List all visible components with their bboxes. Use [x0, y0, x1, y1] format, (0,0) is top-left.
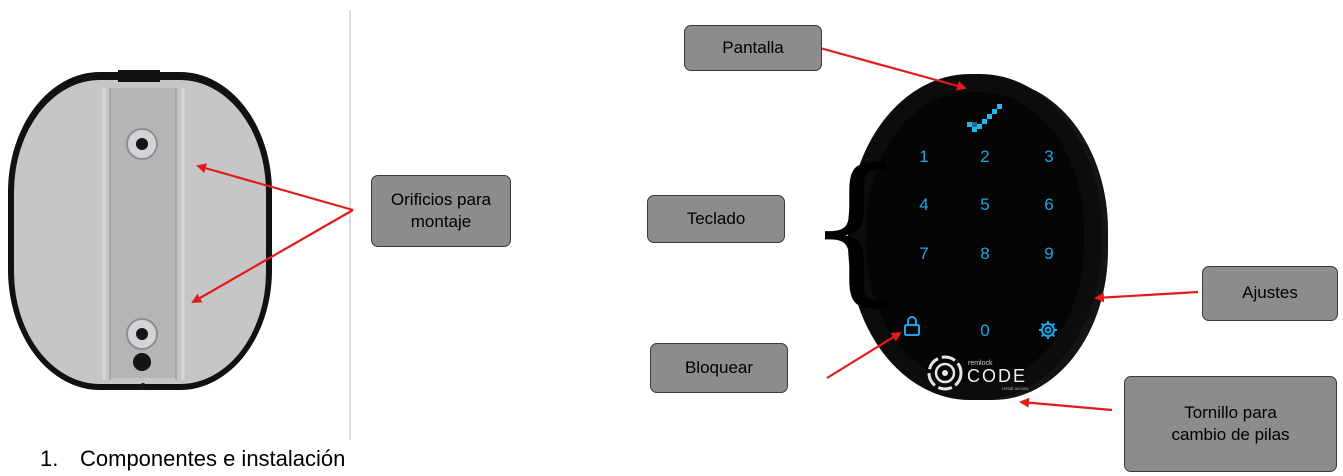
- arrow-pantalla: [819, 46, 967, 91]
- lock-icon: [904, 316, 920, 336]
- logo-brand-text: CODE: [967, 366, 1027, 386]
- arrow-mounting-top: [196, 163, 354, 212]
- mounting-hole-top: [126, 128, 158, 160]
- section-title: Componentes e instalación: [80, 446, 346, 471]
- gear-icon: [1039, 321, 1057, 339]
- keypad-key-3: 3: [1044, 147, 1053, 166]
- keypad-key-0: 0: [980, 321, 989, 340]
- display-check-icon: [967, 104, 1002, 132]
- logo-tagline-text: rental access: [1002, 386, 1029, 391]
- callout-teclado: Teclado: [647, 195, 785, 243]
- keypad-key-2: 2: [980, 147, 989, 166]
- keypad-brace: {: [805, 134, 907, 321]
- mounting-hole-bottom: [126, 318, 158, 350]
- remlock-code-logo: remlock CODE rental access: [927, 355, 1029, 391]
- section-heading: 1. Componentes e instalación: [40, 446, 345, 472]
- keypad-key-9: 9: [1044, 244, 1053, 263]
- keypad-key-6: 6: [1044, 195, 1053, 214]
- keypad-key-1: 1: [919, 147, 928, 166]
- callout-orificios-montaje: Orificios para montaje: [371, 175, 511, 247]
- callout-ajustes: Ajustes: [1202, 266, 1338, 321]
- arrow-mounting-bottom: [191, 209, 354, 303]
- callout-pantalla: Pantalla: [684, 25, 822, 71]
- keypad-key-4: 4: [919, 195, 928, 214]
- keypad-device-image: 1 2 3 4 5 6 7 8 9 0 remlock CODE rental access: [848, 74, 1108, 400]
- keypad-key-5: 5: [980, 195, 989, 214]
- section-number: 1.: [40, 446, 59, 471]
- logo-small-text: remlock: [968, 360, 993, 367]
- keypad-key-8: 8: [980, 244, 989, 263]
- arrow-ajustes: [1094, 290, 1199, 303]
- callout-bloquear: Bloquear: [650, 343, 788, 393]
- keypad-key-7: 7: [919, 244, 928, 263]
- back-plate-image: [0, 8, 352, 442]
- arrow-tornillo: [1019, 397, 1113, 412]
- callout-tornillo-pilas: Tornillo para cambio de pilas: [1124, 376, 1337, 472]
- arrow-bloquear: [826, 331, 902, 379]
